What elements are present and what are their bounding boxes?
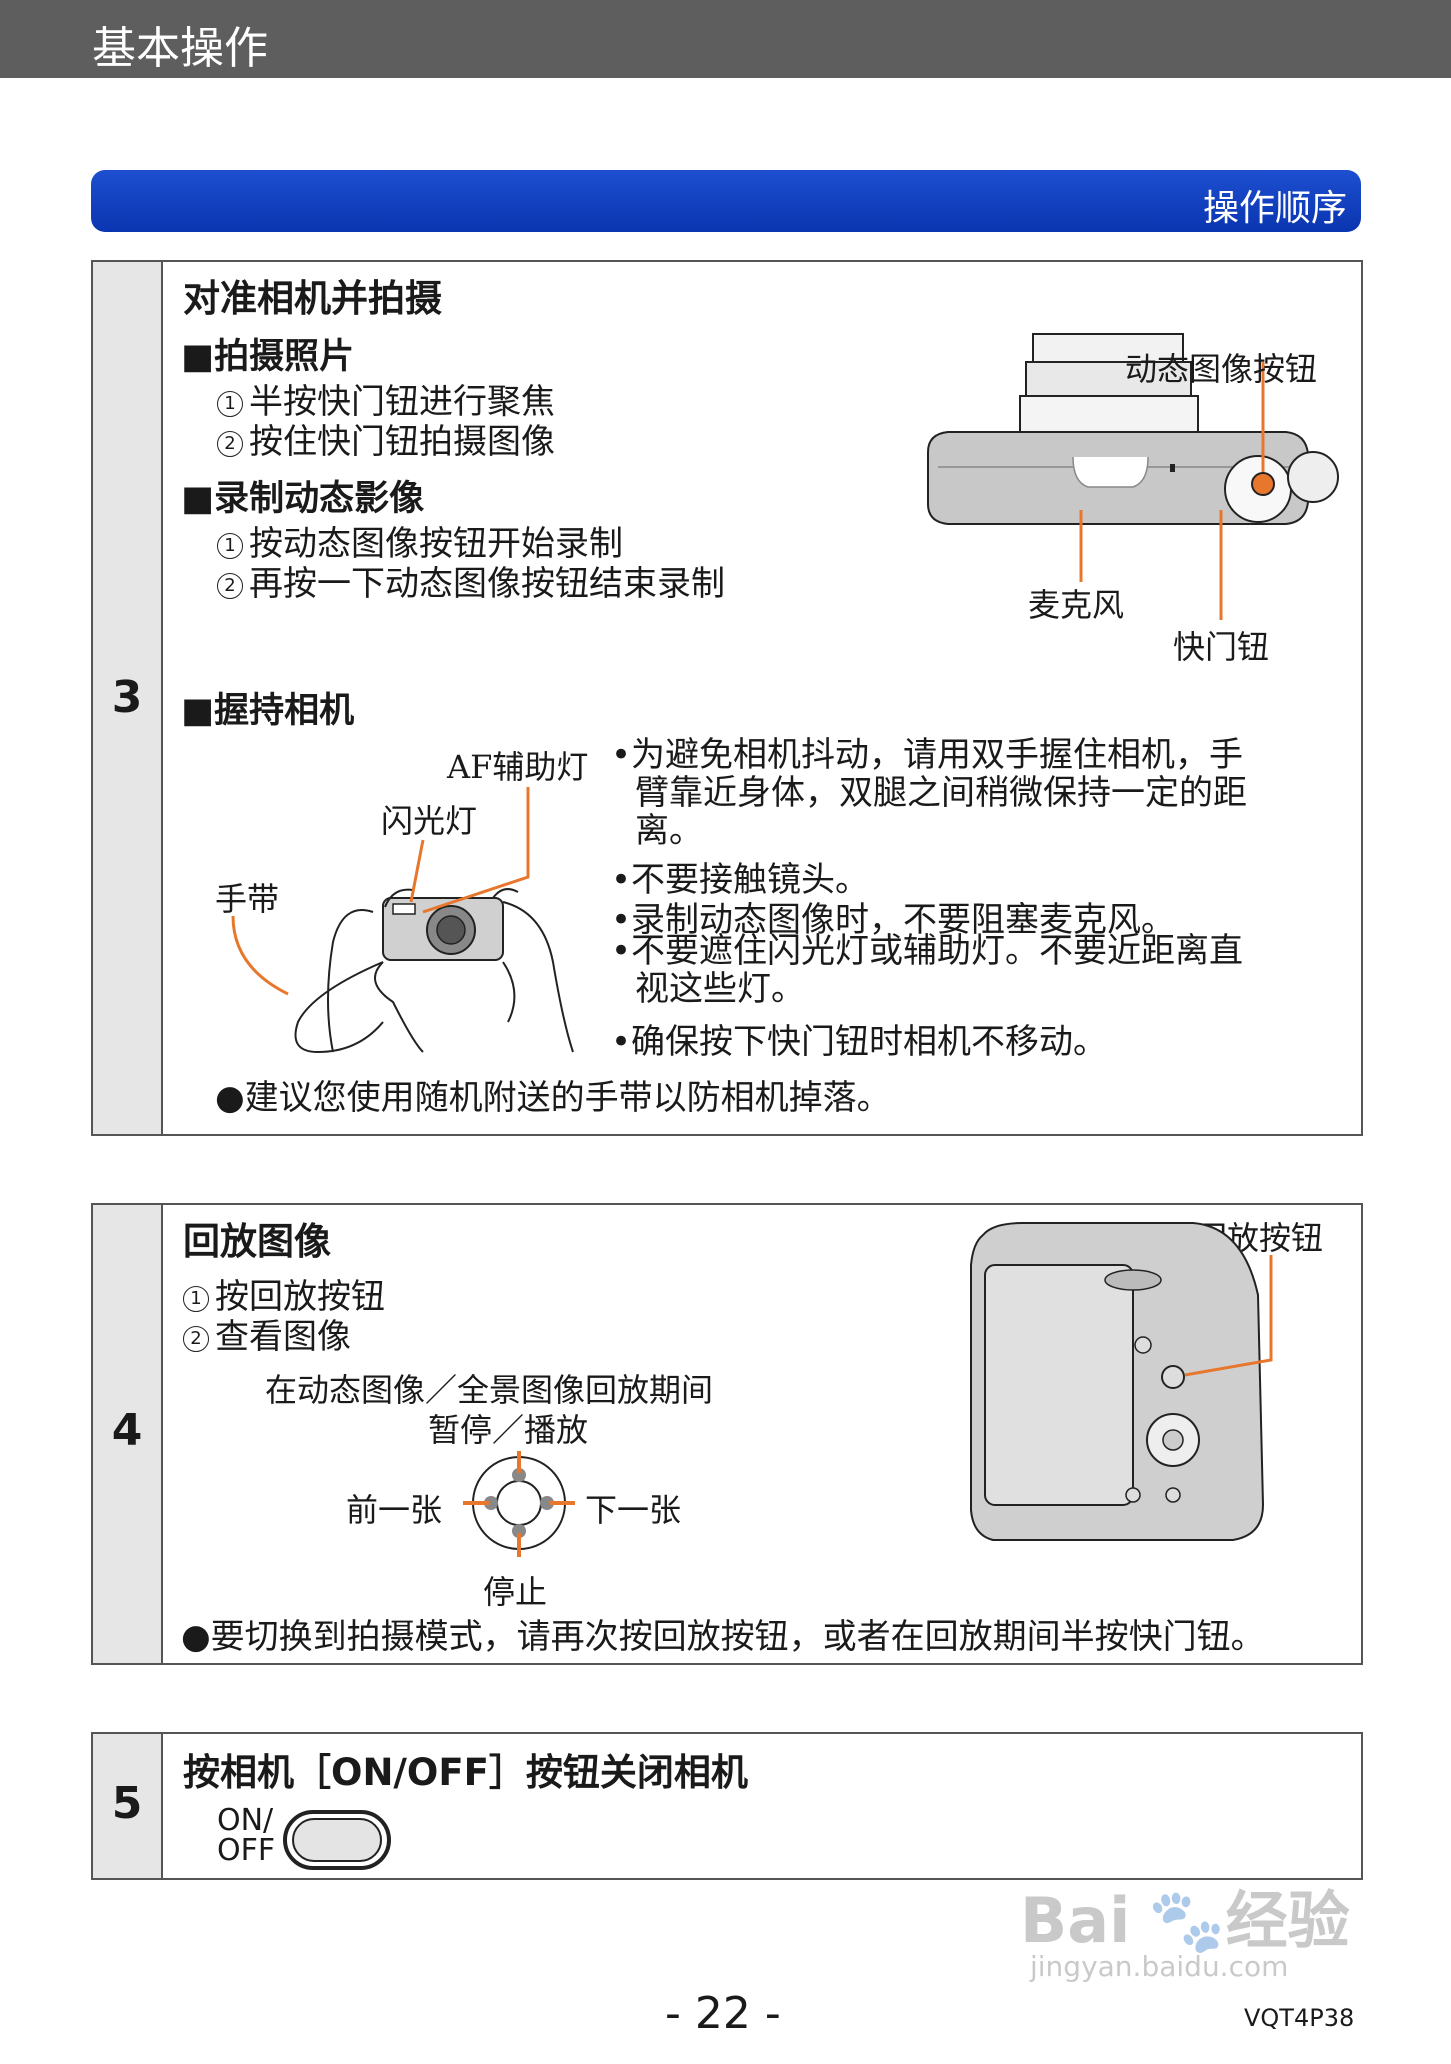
hold-bullet-1: •为避免相机抖动，请用双手握住相机，手 臂靠近身体，双腿之间稍微保持一定的距 离… (611, 736, 1247, 850)
bullet-line: •不要遮住闪光灯或辅助灯。不要近距离直 (611, 931, 1244, 971)
step-title: 对准相机并拍摄 (183, 277, 442, 320)
item-text: 按回放按钮 (215, 1277, 385, 1317)
hold-note: ●建议您使用随机附送的手带以防相机掉落。 (215, 1078, 891, 1118)
hold-heading: ■握持相机 (181, 691, 355, 731)
hold-bullet-3: •录制动态图像时，不要阻塞麦克风。 (611, 900, 1176, 940)
playback-note: ●要切换到拍摄模式，请再次按回放按钮，或者在回放期间半按快门钮。 (181, 1617, 1265, 1657)
circled-number: 1 (183, 1286, 209, 1312)
item-text: 按住快门钮拍摄图像 (249, 422, 555, 462)
circled-number: 1 (217, 391, 243, 417)
label-strap: 手带 (215, 880, 280, 918)
on-off-label-line2: OFF (217, 1833, 276, 1868)
banner: 操作顺序 (91, 170, 1361, 232)
item-text: 半按快门钮进行聚焦 (249, 382, 555, 422)
step-title: 回放图像 (183, 1220, 331, 1263)
lcd-screen (984, 1264, 1134, 1506)
step-5: 5 按相机［ON/OFF］按钮关闭相机 ON/ OFF (91, 1732, 1363, 1880)
bullet-line: 离。 (635, 811, 703, 851)
label-motion-button: 动态图像按钮 (1125, 350, 1318, 388)
dpad-caption-line2: 暂停／播放 (428, 1411, 589, 1449)
step-number: 4 (111, 1405, 143, 1456)
step-number: 5 (111, 1778, 143, 1829)
camera-top-illustration (927, 333, 1339, 525)
hands-holding-camera-illustration (231, 787, 574, 1054)
label-shutter: 快门钮 (1173, 628, 1270, 666)
watermark-line3: jingyan.baidu.com (1030, 1950, 1289, 1983)
record-heading: ■录制动态影像 (181, 479, 425, 519)
dpad-left-label: 前一张 (346, 1491, 443, 1529)
circled-number: 2 (217, 431, 243, 457)
circled-number: 1 (217, 533, 243, 559)
step-number-box: 3 (93, 262, 163, 1134)
document-code: VQT4P38 (1244, 2004, 1355, 2032)
on-off-button-icon (283, 1810, 391, 1870)
dpad-caption-line1: 在动态图像／全景图像回放期间 (265, 1371, 714, 1409)
page-number: - 22 - (665, 1988, 781, 2039)
banner-title: 操作顺序 (1202, 188, 1347, 229)
callout-lines-top (1079, 362, 1275, 620)
hold-bullet-4: •不要遮住闪光灯或辅助灯。不要近距离直 视这些灯。 (611, 932, 1243, 1008)
bullet-line: 臂靠近身体，双腿之间稍微保持一定的距 (635, 773, 1247, 813)
watermark-line1: Bai🐾经验 (1020, 1884, 1350, 1957)
bullet-line: 视这些灯。 (635, 969, 805, 1009)
on-off-label-line1: ON/ (217, 1803, 274, 1838)
label-af-lamp: AF辅助灯 (447, 748, 589, 786)
paw-icon: 🐾 (1148, 1884, 1226, 1957)
bullet-line: •为避免相机抖动，请用双手握住相机，手 (611, 735, 1244, 775)
section-title: 基本操作 (92, 23, 268, 74)
step-number-box: 4 (93, 1205, 163, 1663)
label-microphone: 麦克风 (1028, 586, 1125, 624)
dpad-diagram (463, 1451, 575, 1557)
playback-button (1161, 1365, 1185, 1389)
dpad-right-label: 下一张 (585, 1491, 682, 1529)
item-text: 按动态图像按钮开始录制 (249, 524, 623, 564)
item-text: 查看图像 (215, 1317, 351, 1357)
header-bar: 基本操作 (0, 0, 1451, 78)
camera-back-illustration (970, 1222, 1273, 1541)
mic-hole (1170, 464, 1175, 472)
label-flash: 闪光灯 (381, 802, 478, 840)
hold-bullet-2: •不要接触镜头。 (611, 860, 870, 900)
step-number-box: 5 (93, 1734, 163, 1878)
circled-number: 2 (183, 1326, 209, 1352)
dpad-down-label: 停止 (483, 1573, 548, 1611)
item-text: 再按一下动态图像按钮结束录制 (249, 564, 725, 604)
circled-number: 2 (217, 573, 243, 599)
shoot-heading: ■拍摄照片 (181, 337, 355, 377)
step-title: 按相机［ON/OFF］按钮关闭相机 (183, 1751, 748, 1794)
shutter-button (1287, 451, 1339, 503)
hold-bullet-5: •确保按下快门钮时相机不移动。 (611, 1022, 1108, 1062)
step-number: 3 (111, 672, 143, 723)
